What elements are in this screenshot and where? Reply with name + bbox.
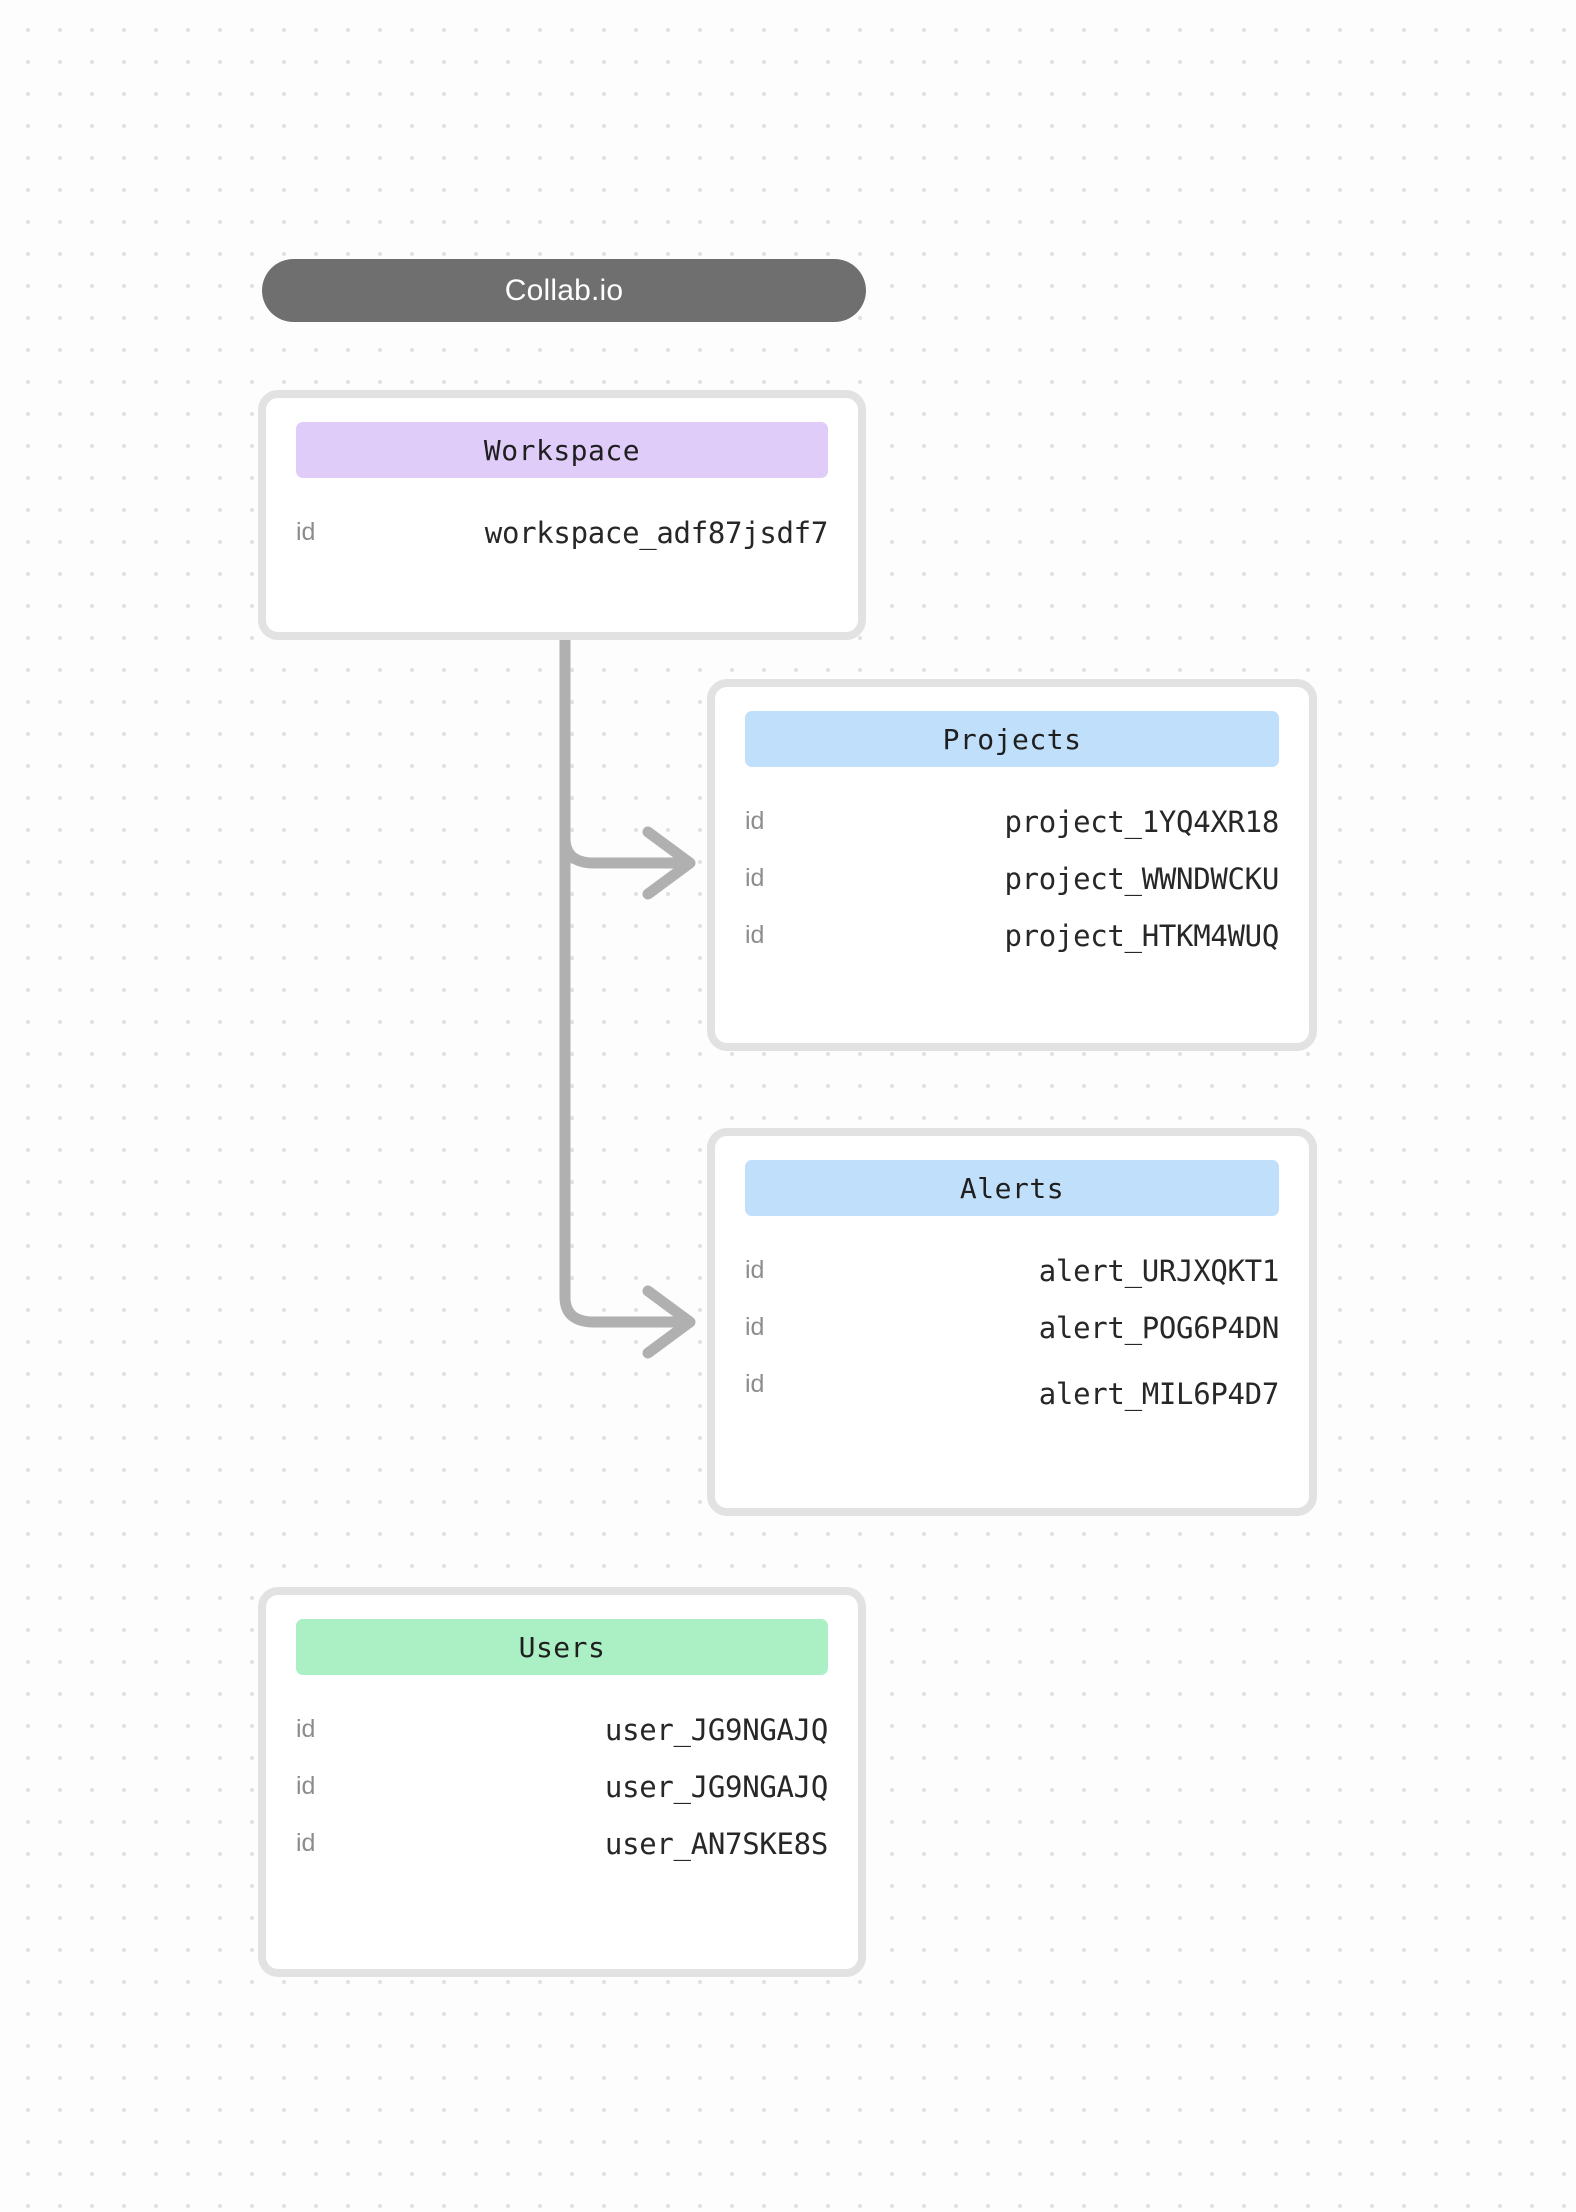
card-rows: id workspace_adf87jsdf7 — [296, 504, 828, 561]
card-header-label: Alerts — [959, 1171, 1065, 1205]
row-key: id — [296, 1829, 316, 1857]
table-row[interactable]: id user_JG9NGAJQ — [296, 1758, 828, 1815]
table-row[interactable]: id alert_POG6P4DN — [745, 1299, 1279, 1356]
row-key: id — [745, 1313, 765, 1341]
card-header-users: Users — [296, 1619, 828, 1675]
row-key: id — [296, 1772, 316, 1800]
row-value: user_AN7SKE8S — [604, 1826, 828, 1861]
row-value: alert_URJXQKT1 — [1038, 1253, 1280, 1288]
row-key: id — [745, 1256, 765, 1284]
row-value: project_WWNDWCKU — [1004, 861, 1279, 896]
card-header-alerts: Alerts — [745, 1160, 1279, 1216]
diagram-title-pill: Collab.io — [262, 259, 866, 322]
row-key: id — [296, 518, 316, 546]
row-value: project_1YQ4XR18 — [1004, 804, 1279, 839]
row-value: alert_POG6P4DN — [1038, 1310, 1280, 1345]
row-key: id — [745, 807, 765, 835]
row-key: id — [745, 1370, 765, 1398]
entity-card-workspace[interactable]: Workspace id workspace_adf87jsdf7 — [258, 390, 866, 640]
entity-card-users[interactable]: Users id user_JG9NGAJQ id user_JG9NGAJQ … — [258, 1587, 866, 1977]
card-rows: id user_JG9NGAJQ id user_JG9NGAJQ id use… — [296, 1701, 828, 1872]
row-value: alert_MIL6P4D7 — [1038, 1376, 1280, 1411]
card-header-label: Projects — [942, 722, 1082, 756]
table-row[interactable]: id workspace_adf87jsdf7 — [296, 504, 828, 561]
card-body: Alerts id alert_URJXQKT1 id alert_POG6P4… — [715, 1136, 1309, 1508]
card-rows: id alert_URJXQKT1 id alert_POG6P4DN id a… — [745, 1242, 1279, 1413]
table-row[interactable]: id project_1YQ4XR18 — [745, 793, 1279, 850]
card-rows: id project_1YQ4XR18 id project_WWNDWCKU … — [745, 793, 1279, 964]
edge-workspace-to-projects — [559, 614, 692, 869]
diagram-title-label: Collab.io — [504, 273, 624, 307]
entity-card-projects[interactable]: Projects id project_1YQ4XR18 id project_… — [707, 679, 1317, 1051]
arrowhead-alerts-icon — [642, 1285, 696, 1359]
table-row[interactable]: id project_WWNDWCKU — [745, 850, 1279, 907]
table-row[interactable]: id user_AN7SKE8S — [296, 1815, 828, 1872]
card-header-label: Workspace — [483, 433, 641, 467]
row-key: id — [745, 864, 765, 892]
table-row[interactable]: id project_HTKM4WUQ — [745, 907, 1279, 964]
row-value: user_JG9NGAJQ — [604, 1769, 828, 1804]
card-body: Users id user_JG9NGAJQ id user_JG9NGAJQ … — [266, 1595, 858, 1969]
card-header-label: Users — [518, 1630, 606, 1664]
row-value: workspace_adf87jsdf7 — [484, 515, 829, 550]
edge-workspace-to-alerts — [559, 614, 692, 1328]
row-key: id — [745, 921, 765, 949]
card-body: Workspace id workspace_adf87jsdf7 — [266, 398, 858, 632]
row-key: id — [296, 1715, 316, 1743]
table-row[interactable]: id alert_MIL6P4D7 — [745, 1356, 1279, 1413]
card-header-projects: Projects — [745, 711, 1279, 767]
table-row[interactable]: id user_JG9NGAJQ — [296, 1701, 828, 1758]
table-row[interactable]: id alert_URJXQKT1 — [745, 1242, 1279, 1299]
row-value: project_HTKM4WUQ — [1004, 918, 1279, 953]
arrowhead-projects-icon — [642, 826, 696, 900]
entity-card-alerts[interactable]: Alerts id alert_URJXQKT1 id alert_POG6P4… — [707, 1128, 1317, 1516]
row-value: user_JG9NGAJQ — [604, 1712, 828, 1747]
card-body: Projects id project_1YQ4XR18 id project_… — [715, 687, 1309, 1043]
card-header-workspace: Workspace — [296, 422, 828, 478]
